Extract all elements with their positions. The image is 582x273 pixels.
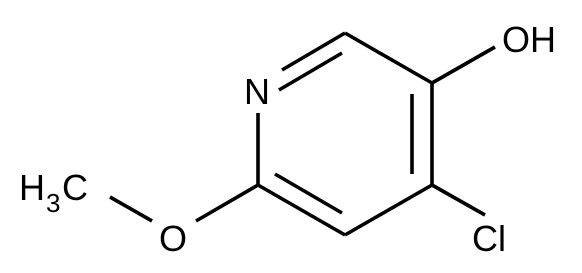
bond-c2-c3 [344, 31, 433, 85]
chlorine-label: Cl [472, 218, 506, 259]
bond-o-ch3 [109, 195, 153, 223]
methyl-hydrogen-label: H [19, 167, 45, 208]
bond-c5-c6 [257, 183, 346, 237]
methyl-carbon-label: C [62, 167, 88, 208]
bond-c6-o [195, 183, 259, 223]
bond-n1-c2 [281, 31, 346, 72]
bond-c4-c5 [344, 183, 433, 237]
bond-c3-oh [431, 45, 496, 85]
methyl-label: H 3 C [19, 167, 88, 218]
bond-c4-cl [431, 183, 486, 217]
bond-n1-c2-inner [278, 51, 343, 92]
hydroxyl-label: OH [502, 19, 556, 60]
pyridine-ring [256, 31, 434, 237]
nitrogen-label: N [244, 71, 270, 112]
ether-oxygen-label: O [159, 218, 187, 259]
methyl-subscript: 3 [46, 188, 60, 218]
bond-c5-c6-inner [274, 172, 343, 215]
